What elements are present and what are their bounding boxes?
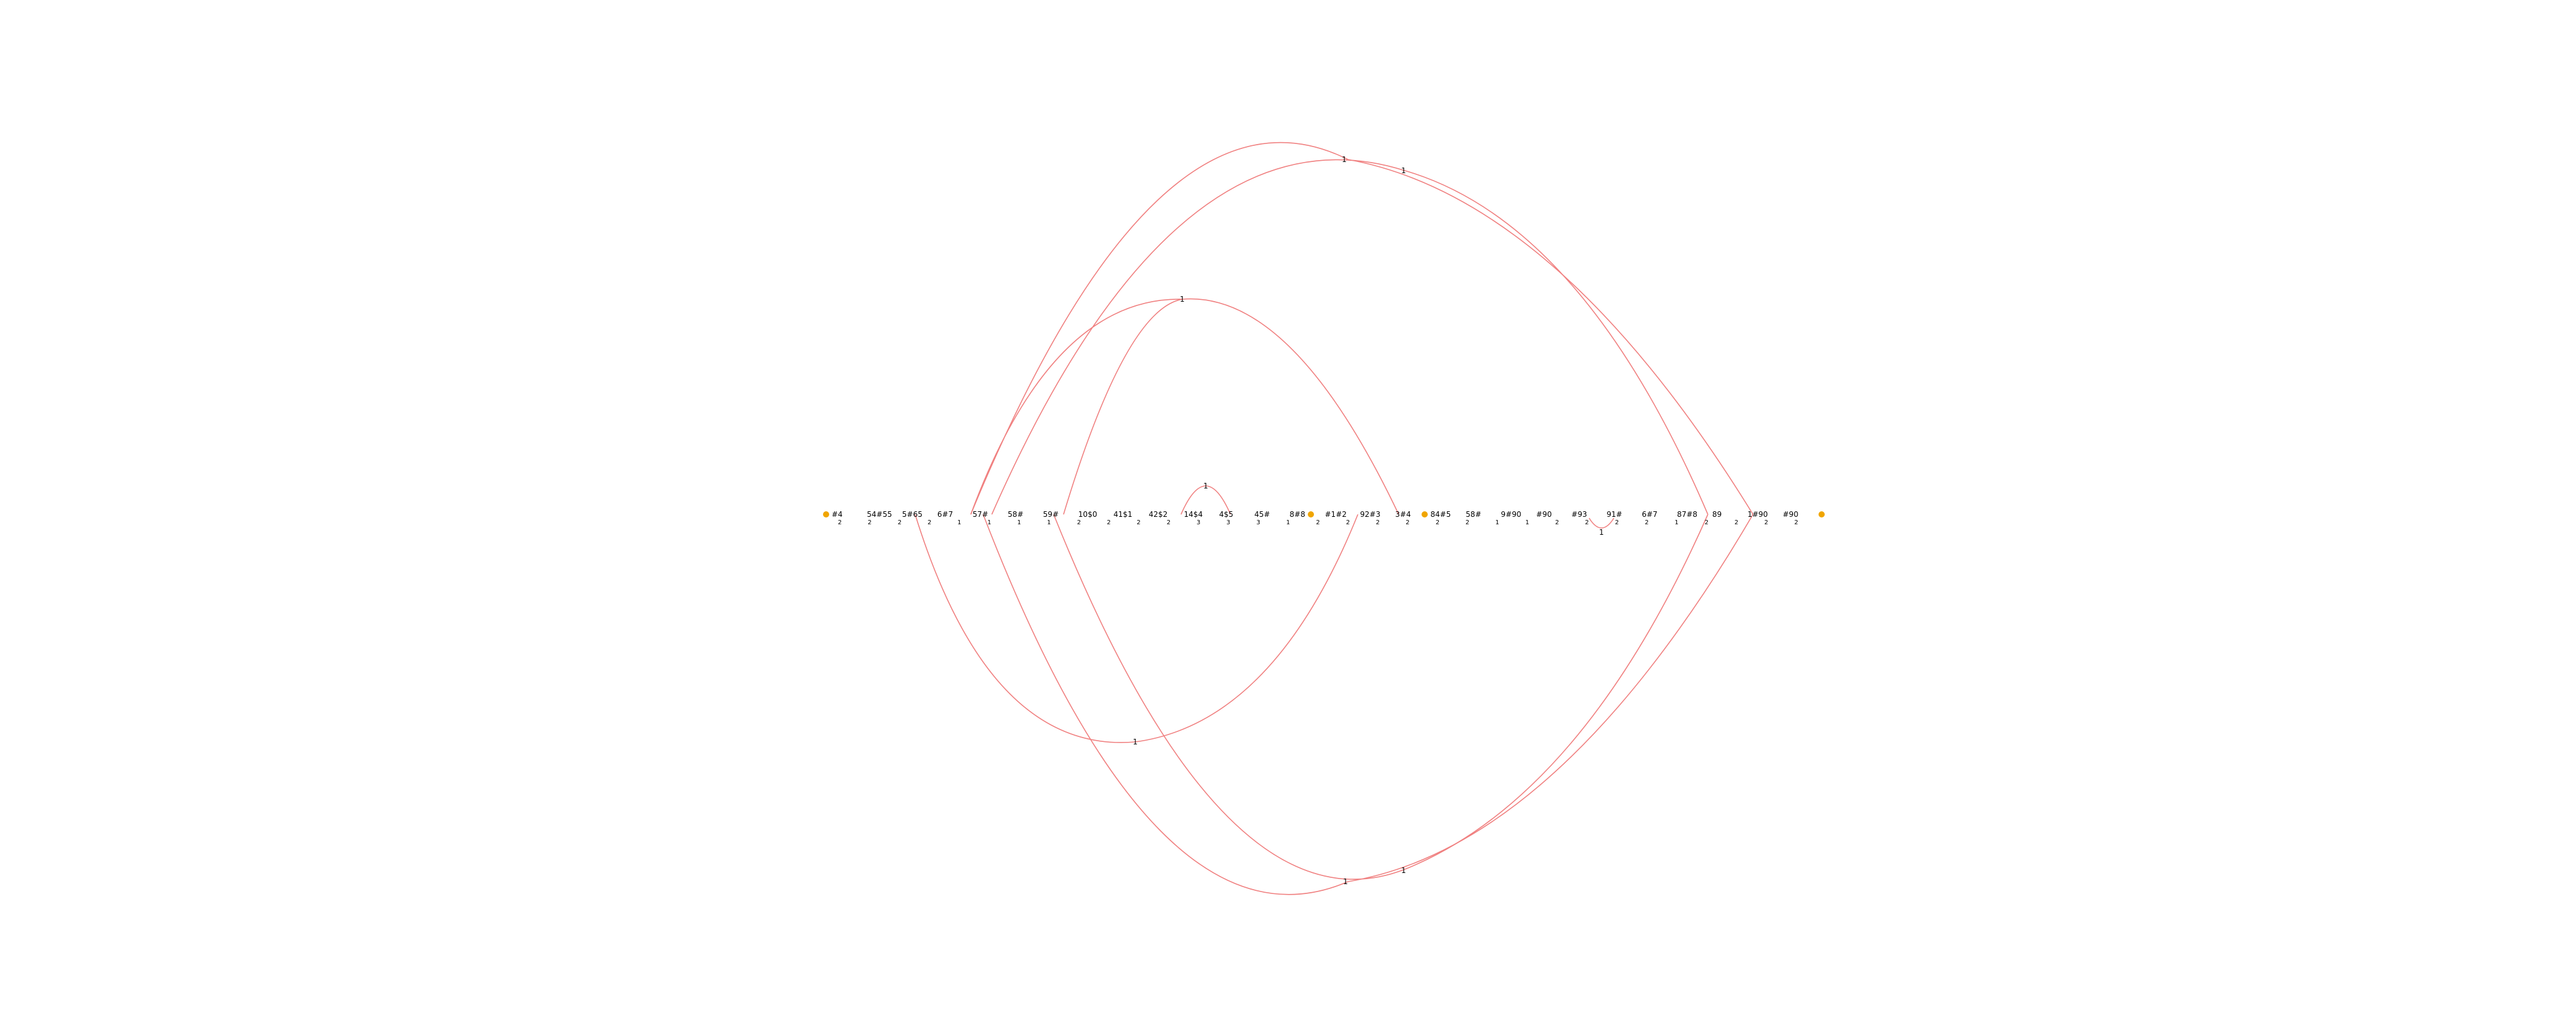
sequence-segment: 91#: [1606, 510, 1622, 519]
terminal-node: [1422, 511, 1428, 517]
sequence-segment: 6#7: [1642, 510, 1657, 519]
sequence-sublabel: 2: [1585, 519, 1589, 526]
sequence-sublabel: 1: [1674, 519, 1678, 526]
sequence-sublabel: 2: [1436, 519, 1439, 526]
arc-lower-second: [1053, 514, 1405, 880]
sequence-sublabel: 2: [1316, 519, 1320, 526]
sequence-segment: 58#: [1008, 510, 1023, 519]
sequence-segment: #1#2: [1325, 510, 1347, 519]
sequence-segment: 42$2: [1149, 510, 1168, 519]
sequence-sublabel: 2: [1405, 519, 1409, 526]
sequence-sublabel: 2: [868, 519, 871, 526]
sequence-segment: 14$4: [1184, 510, 1203, 519]
sequence-sublabel: 2: [1615, 519, 1619, 526]
arc-upper-middle-right: [1182, 298, 1399, 515]
sequence-row: #4 54#55 5#65 6#7 57# 58# 59# 10$0 41$1 42$2 14$4 4…: [832, 510, 1798, 526]
arc-upper-middle: [1063, 299, 1183, 515]
arc-upper-second: [991, 159, 1405, 515]
sequence-segment: 8#8: [1290, 510, 1305, 519]
sequence-sublabel: 2: [1794, 519, 1798, 526]
arc-upper-outer: [970, 142, 1349, 515]
sequence-sublabel: 3: [1226, 519, 1230, 526]
sequence-sublabel: 2: [1645, 519, 1648, 526]
sequence-sublabel: 2: [1346, 519, 1350, 526]
sequence-sublabel: 1: [1286, 519, 1290, 526]
sequence-sublabel: 2: [1077, 519, 1081, 526]
arc-label: 1: [1342, 155, 1347, 164]
terminal-node: [1819, 511, 1825, 517]
sequence-segment: #90: [1536, 510, 1551, 519]
arc-upper-outer-right: [1347, 159, 1754, 515]
sequence-sublabel: 2: [898, 519, 902, 526]
sequence-segment: 1#90: [1747, 510, 1768, 519]
arc-label: 1: [1401, 166, 1406, 175]
arc-lower-left: [915, 514, 1136, 743]
arc-tiny-loop: [1589, 517, 1614, 529]
sequence-segment: 45#: [1255, 510, 1270, 519]
sequence-sublabel: 2: [1107, 519, 1111, 526]
arc-lower-second-right: [1404, 514, 1708, 870]
sequence-segment: 54#55: [867, 510, 892, 519]
sequence-segment: 58#: [1465, 510, 1481, 519]
sequence-segment: 6#7: [937, 510, 953, 519]
sequence-sublabel: 3: [1196, 519, 1200, 526]
sequence-sublabel: 1: [987, 519, 991, 526]
sequence-sublabel: 2: [1705, 519, 1708, 526]
arc-label: 1: [1133, 738, 1138, 746]
sequence-sublabel: 1: [1495, 519, 1499, 526]
sequence-segment: #90: [1783, 510, 1798, 519]
sequence-sublabel: 2: [1167, 519, 1171, 526]
terminal-node: [1308, 511, 1314, 517]
sequence-sublabel: 2: [1764, 519, 1768, 526]
sequence-sublabel: 2: [928, 519, 931, 526]
arc-lower-outer-right: [1347, 514, 1754, 882]
sequence-segment: #93: [1571, 510, 1587, 519]
arc-label: 1: [1343, 877, 1348, 886]
sequence-segment: 41$1: [1114, 510, 1133, 519]
sequence-sublabel: 1: [1047, 519, 1051, 526]
arc-label: 1: [1599, 528, 1604, 537]
sequence-sublabel: 1: [957, 519, 961, 526]
arc-label: 1: [1180, 295, 1185, 304]
sequence-segment: 5#65: [902, 510, 923, 519]
sequence-segment: 3#4: [1395, 510, 1410, 519]
arc-lower-outer: [983, 514, 1349, 895]
arc-small-loop: [1180, 485, 1231, 515]
sequence-sublabel: 3: [1256, 519, 1260, 526]
sequence-sublabel: 2: [1465, 519, 1469, 526]
arc-label: 1: [1203, 482, 1208, 490]
sequence-segment: 4$5: [1219, 510, 1234, 519]
arc-label: 1: [1401, 866, 1406, 875]
sequence-segment: 89: [1712, 510, 1721, 519]
sequence-sublabel: 2: [1555, 519, 1559, 526]
sequence-sublabel: 2: [838, 519, 842, 526]
sequence-segment: 10$0: [1078, 510, 1098, 519]
sequence-segment: 87#8: [1677, 510, 1697, 519]
sequence-sublabel: 1: [1525, 519, 1529, 526]
arc-upper-second-right: [1404, 170, 1708, 515]
arc-lower-left-right: [1135, 514, 1358, 743]
sequence-segment: 84#5: [1430, 510, 1451, 519]
sequence-segment: 92#3: [1360, 510, 1381, 519]
sequence-segment: 57#: [973, 510, 988, 519]
sequence-sublabel: 2: [1376, 519, 1380, 526]
terminal-node: [823, 511, 829, 517]
sequence-segment: #4: [832, 510, 843, 519]
sequence-sublabel: 2: [1734, 519, 1738, 526]
sequence-sublabel: 2: [1137, 519, 1140, 526]
sequence-sublabel: 1: [1017, 519, 1021, 526]
sequence-segment: 59#: [1043, 510, 1059, 519]
arc-upper-left-loop: [970, 299, 1183, 515]
sequence-segment: 9#90: [1501, 510, 1521, 519]
